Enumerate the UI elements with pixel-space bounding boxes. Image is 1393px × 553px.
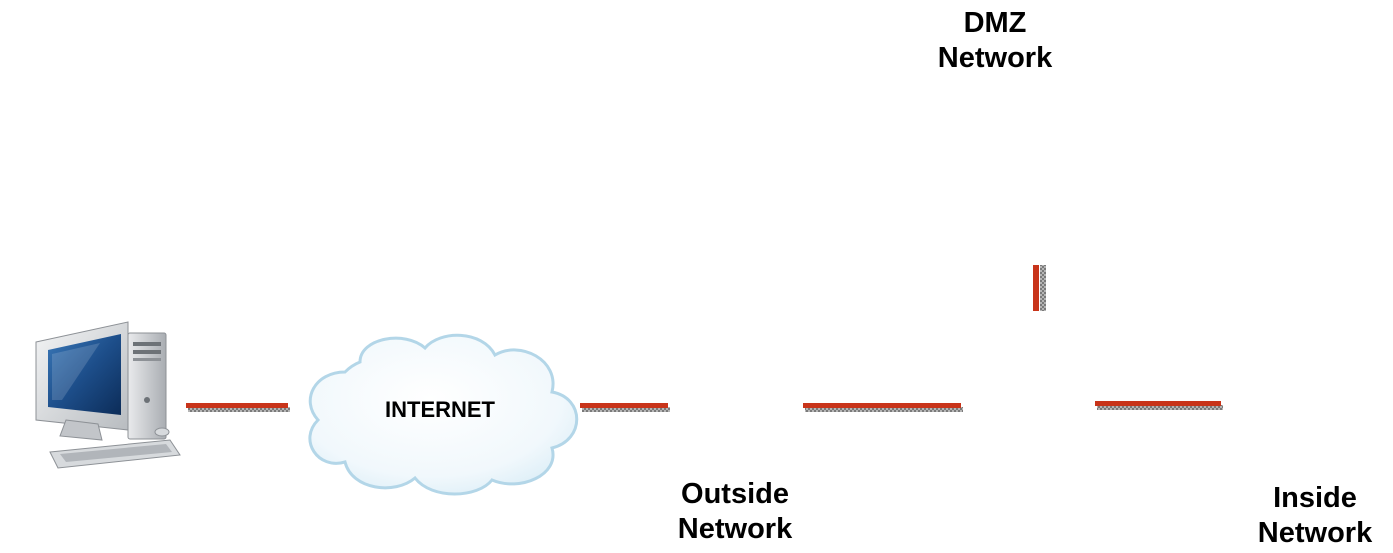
inside-network-label: Inside Network: [1230, 481, 1393, 551]
link-server-to-firewall: [1033, 265, 1046, 311]
inside-label-line2: Network: [1257, 516, 1373, 549]
outside-computer-icon: [35, 321, 181, 469]
link-internet-to-router: [580, 403, 670, 412]
outside-label-line1: Outside: [681, 478, 789, 510]
link-pc-to-internet: [186, 403, 290, 412]
dmz-network-label: DMZ Network: [900, 6, 1090, 76]
internet-cloud-icon: [308, 333, 579, 496]
dmz-label-line2: Network: [937, 41, 1053, 74]
internet-label: INTERNET: [385, 397, 495, 422]
dmz-label-line1: DMZ: [963, 7, 1027, 39]
link-router-to-firewall: [803, 403, 963, 412]
link-firewall-to-inside: [1095, 401, 1223, 410]
outside-label-line2: Network: [677, 512, 793, 545]
outside-network-label: Outside Network: [640, 477, 830, 547]
inside-label-line1: Inside: [1273, 482, 1357, 514]
